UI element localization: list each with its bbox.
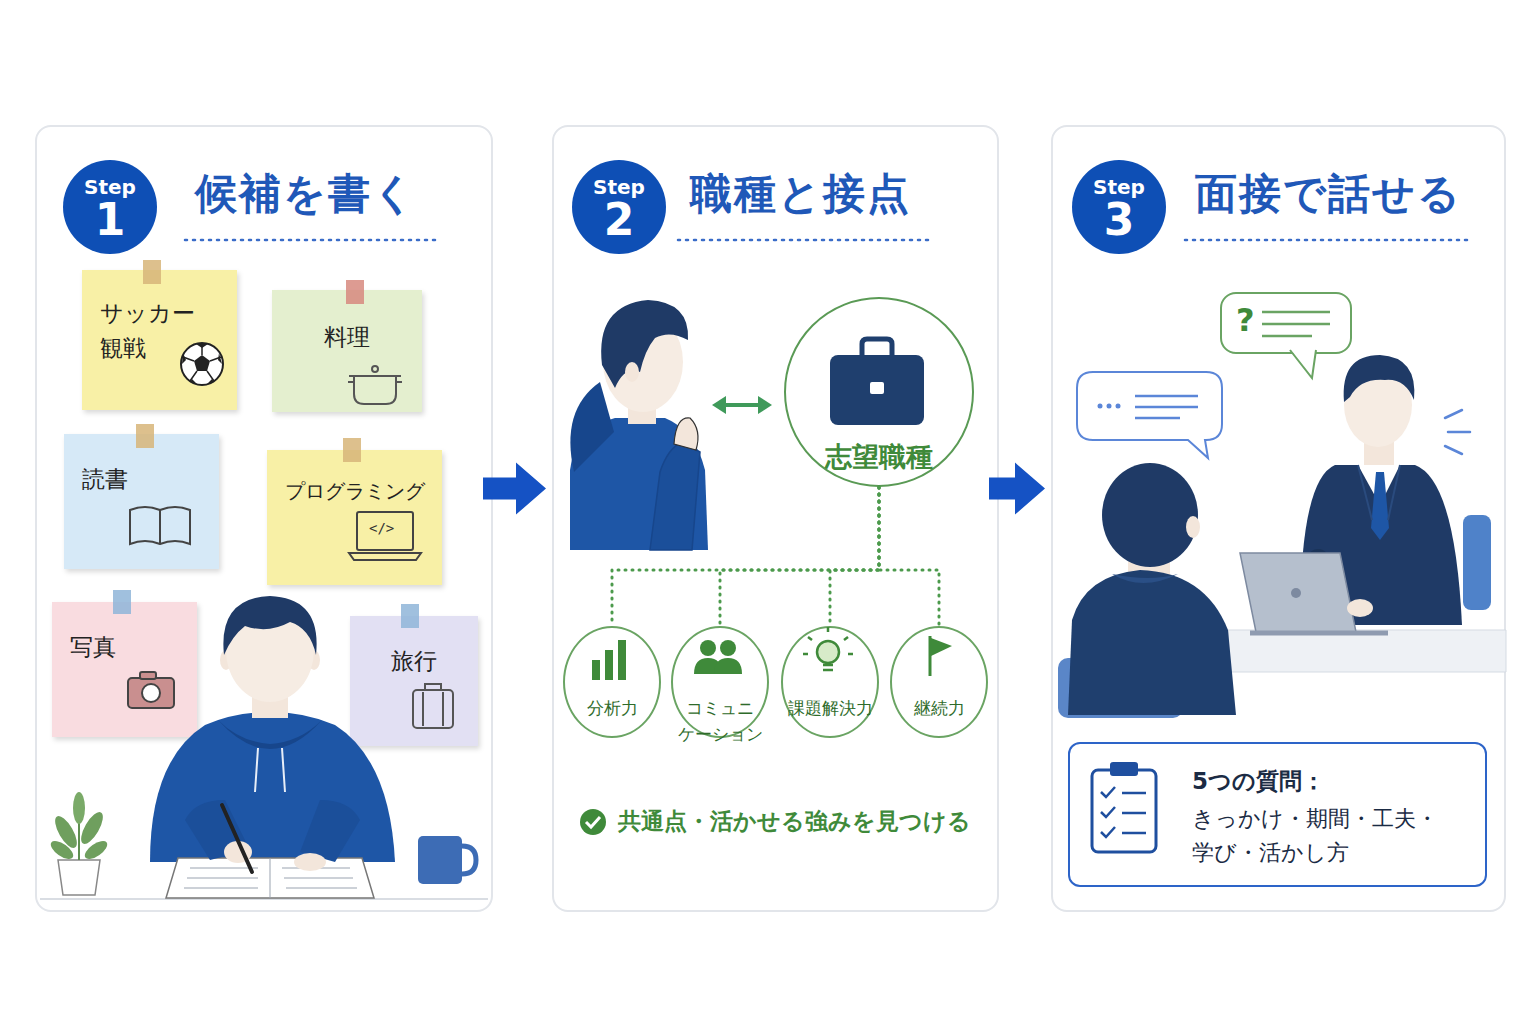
step-arrow bbox=[989, 463, 1045, 515]
node-text: Step bbox=[84, 177, 136, 197]
note-label: </> bbox=[369, 520, 394, 536]
node-text: サッカー 観戦 bbox=[100, 296, 210, 365]
node-text: 候補を書く bbox=[195, 167, 417, 222]
skill-circle: 継続力 bbox=[890, 626, 988, 738]
node-text: 継続力 bbox=[880, 696, 998, 722]
node-text: 5つの質問： bbox=[1192, 766, 1325, 797]
step-badge: Step2 bbox=[572, 160, 666, 254]
tree-connector bbox=[720, 487, 879, 626]
step-badge: Step3 bbox=[1072, 160, 1166, 254]
node-text: 面接で話せる bbox=[1195, 167, 1462, 222]
node-text: 読書 bbox=[82, 462, 202, 497]
node-text: 分析力 bbox=[553, 696, 671, 722]
node-text: 課題解決力 bbox=[771, 696, 889, 722]
node-text: 志望職種 bbox=[786, 439, 972, 475]
node-text: Step bbox=[1093, 177, 1145, 197]
tree-connector bbox=[879, 487, 939, 626]
tree-connector bbox=[612, 487, 879, 626]
step-panel: 職種と接点 Step2 志望職種分析力コミュニ ケーション課題解決力継続力 bbox=[552, 125, 999, 912]
node-text: 2 bbox=[604, 197, 635, 243]
node-text: きっかけ・期間・工夫・ 学び・活かし方 bbox=[1192, 802, 1454, 870]
node-text: 料理 bbox=[282, 320, 412, 355]
note-label: 共通点・活かせる強みを見つける bbox=[618, 806, 971, 837]
step-panel: 候補を書く Step1 サッカー 観戦 料理読書 プログラミング写真 旅行 bbox=[35, 125, 493, 912]
question-bubble: ? bbox=[1220, 292, 1352, 354]
sticky-note: 写真 bbox=[52, 602, 197, 737]
sticky-note: 読書 bbox=[64, 434, 219, 569]
sticky-note: プログラミング bbox=[267, 450, 442, 585]
node-text: コミュニ ケーション bbox=[661, 696, 779, 747]
sticky-note: 料理 bbox=[272, 290, 422, 412]
node-text: 1 bbox=[95, 197, 126, 243]
skill-circle: コミュニ ケーション bbox=[671, 626, 769, 738]
node-text: ? bbox=[1236, 300, 1255, 342]
step-badge: Step1 bbox=[63, 160, 157, 254]
node-text: Step bbox=[593, 177, 645, 197]
sticky-note: サッカー 観戦 bbox=[82, 270, 237, 410]
step-panel: 面接で話せる Step3? 5つの質問： きっかけ・期間・工夫・ 学び・活かし方 bbox=[1051, 125, 1506, 912]
node-text: プログラミング bbox=[275, 476, 435, 506]
skill-circle: 課題解決力 bbox=[781, 626, 879, 738]
node-text: 職種と接点 bbox=[690, 167, 911, 222]
tree-connector bbox=[830, 487, 879, 626]
target-job-circle: 志望職種 bbox=[784, 297, 974, 487]
node-text: 3 bbox=[1104, 197, 1135, 243]
sticky-note: 旅行 bbox=[350, 616, 478, 746]
step-arrow bbox=[483, 463, 546, 515]
node-text: 写真 bbox=[70, 630, 180, 665]
question-box: 5つの質問： きっかけ・期間・工夫・ 学び・活かし方 bbox=[1068, 742, 1487, 887]
node-text: 旅行 bbox=[360, 644, 468, 679]
skill-circle: 分析力 bbox=[563, 626, 661, 738]
